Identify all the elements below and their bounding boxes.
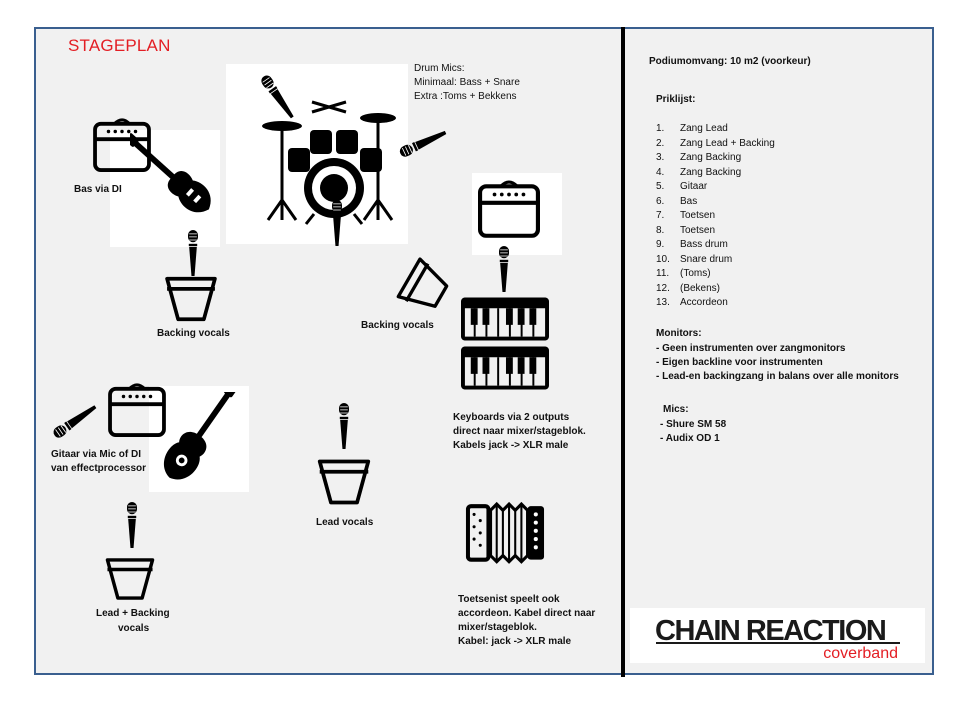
accordion-note-line3: mixer/stageblok. xyxy=(458,622,537,633)
priklijst-label: Zang Backing xyxy=(680,166,742,178)
priklijst-number: 7. xyxy=(656,210,665,221)
priklijst-number: 10. xyxy=(656,253,670,265)
drum-mics-minimum: Minimaal: Bass + Snare xyxy=(414,77,520,88)
priklijst-number: 5. xyxy=(656,181,665,192)
guitar-label-line2: van effectprocessor xyxy=(51,463,147,474)
lead-backing-microphone-icon xyxy=(124,502,140,548)
priklijst-number: 1. xyxy=(656,123,665,134)
monitors-item: - Geen instrumenten over zangmonitors xyxy=(656,343,846,354)
priklijst-label: Zang Lead xyxy=(680,123,728,134)
backing-vocals-left-label: Backing vocals xyxy=(157,328,230,339)
accordion-note-line1: Toetsenist speelt ook xyxy=(458,594,560,605)
backing-vocals-right-label: Backing vocals xyxy=(361,320,434,331)
priklijst-item: 2. Zang Lead + Backing xyxy=(656,137,775,152)
priklijst-title: Priklijst: xyxy=(656,94,696,105)
accordion-icon xyxy=(465,500,549,572)
logo-sub-text: coverband xyxy=(823,645,898,662)
page-title: STAGEPLAN xyxy=(68,36,171,55)
monitors-item: - Eigen backline voor instrumenten xyxy=(656,357,823,368)
priklijst-label: (Bekens) xyxy=(680,282,721,294)
priklijst-number: 6. xyxy=(656,195,665,207)
priklijst-item: 1. Zang Lead xyxy=(656,122,775,137)
keyboards-note-line2: direct naar mixer/stageblok. xyxy=(453,426,586,437)
chain-reaction-logo: CHAIN REACTION coverband xyxy=(630,608,925,663)
monitors-item: - Lead-en backingzang in balans over all… xyxy=(656,371,899,382)
backing-microphone-left-icon xyxy=(185,230,201,276)
priklijst-number: 4. xyxy=(656,166,665,178)
backing-monitor-left-icon xyxy=(163,276,219,322)
electric-guitar-icon xyxy=(152,392,240,488)
priklijst-label: Accordeon xyxy=(680,297,728,308)
bass-label: Bas via DI xyxy=(74,184,122,195)
priklijst-item: 6. Bas xyxy=(656,195,775,210)
accordion-note-line4: Kabel: jack -> XLR male xyxy=(458,636,572,647)
priklijst-label: Snare drum xyxy=(680,253,733,265)
panel-divider xyxy=(621,27,625,677)
priklijst: 1. Zang Lead 2. Zang Lead + Backing 3. Zang B… xyxy=(656,122,775,311)
priklijst-item: 10. Snare drum xyxy=(656,253,775,268)
priklijst-item: 7. Toetsen xyxy=(656,209,775,224)
priklijst-item: 5. Gitaar xyxy=(656,180,775,195)
drum-mics-title: Drum Mics: xyxy=(414,63,465,74)
priklijst-label: Zang Lead + Backing xyxy=(680,137,775,149)
keyboard-2-icon xyxy=(461,346,549,390)
priklijst-number: 9. xyxy=(656,239,665,250)
priklijst-item: 9. Bass drum xyxy=(656,238,775,253)
priklijst-number: 11. xyxy=(656,268,670,279)
priklijst-number: 2. xyxy=(656,137,665,149)
mics-title: Mics: xyxy=(663,404,689,415)
lead-backing-label-line1: Lead + Backing xyxy=(96,608,170,619)
podium-size: Podiumomvang: 10 m2 (voorkeur) xyxy=(649,56,811,67)
priklijst-item: 3. Zang Backing xyxy=(656,151,775,166)
priklijst-item: 4. Zang Backing xyxy=(656,166,775,181)
kick-drum-microphone-icon xyxy=(329,200,345,246)
bass-guitar-icon xyxy=(130,128,218,228)
monitors-title: Monitors: xyxy=(656,328,702,339)
priklijst-label: Toetsen xyxy=(680,210,716,221)
keys-amplifier-icon xyxy=(478,180,540,238)
priklijst-label: Bass drum xyxy=(680,239,728,250)
lead-monitor-icon xyxy=(316,457,372,507)
lead-vocals-label: Lead vocals xyxy=(316,517,374,528)
keys-microphone-icon xyxy=(496,246,512,292)
priklijst-label: (Toms) xyxy=(680,268,711,279)
priklijst-item: 8. Toetsen xyxy=(656,224,775,239)
priklijst-item: 11. (Toms) xyxy=(656,267,775,282)
drum-mics-extra: Extra :Toms + Bekkens xyxy=(414,91,517,102)
priklijst-label: Gitaar xyxy=(680,181,708,192)
keyboards-note-line1: Keyboards via 2 outputs xyxy=(453,412,570,423)
mics-item: - Shure SM 58 xyxy=(660,419,727,430)
lead-backing-label-line2: vocals xyxy=(118,623,150,634)
priklijst-number: 3. xyxy=(656,152,665,163)
priklijst-number: 13. xyxy=(656,297,670,308)
priklijst-item: 12. (Bekens) xyxy=(656,282,775,297)
priklijst-item: 13. Accordeon xyxy=(656,296,775,311)
priklijst-label: Toetsen xyxy=(680,224,716,236)
priklijst-label: Bas xyxy=(680,195,698,207)
logo-main-text: CHAIN REACTION xyxy=(655,615,885,647)
mics-item: - Audix OD 1 xyxy=(660,433,720,444)
priklijst-number: 8. xyxy=(656,224,665,236)
drum-kit-icon xyxy=(262,100,396,225)
lead-backing-monitor-icon xyxy=(104,556,156,602)
priklijst-label: Zang Backing xyxy=(680,152,742,163)
keyboard-1-icon xyxy=(461,297,549,341)
guitar-label-line1: Gitaar via Mic of DI xyxy=(51,449,142,460)
priklijst-number: 12. xyxy=(656,282,670,294)
lead-microphone-icon xyxy=(336,403,352,449)
accordion-note-line2: accordeon. Kabel direct naar xyxy=(458,608,596,619)
keyboards-note-line3: Kabels jack -> XLR male xyxy=(453,440,569,451)
